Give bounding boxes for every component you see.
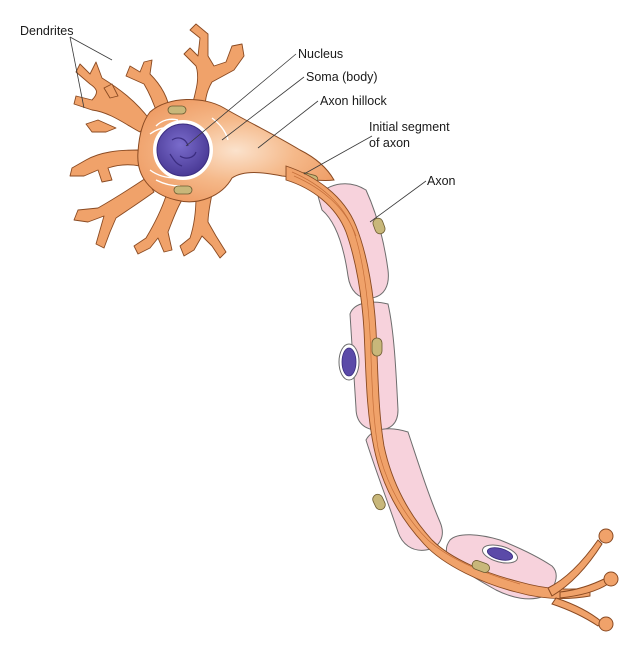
label-axon: Axon: [427, 174, 456, 188]
label-initial-segment-line1: Initial segment: [369, 120, 450, 134]
axon-terminals: [547, 528, 619, 632]
leader-axon-hillock: [257, 100, 319, 149]
leader-nucleus: [185, 53, 297, 147]
axon-core: [285, 165, 591, 600]
leader-dendrites-2: [69, 36, 85, 109]
axon-fibrils: [291, 171, 521, 585]
leader-lines: [69, 36, 427, 223]
dendrites: [69, 23, 245, 259]
label-dendrites: Dendrites: [20, 24, 74, 38]
leader-axon: [369, 180, 427, 223]
leader-dendrites-1: [69, 36, 113, 61]
axon-mitochondria: [371, 217, 490, 573]
label-soma: Soma (body): [306, 70, 378, 84]
leader-soma: [221, 76, 305, 141]
nucleus: [153, 120, 213, 180]
leader-initial-segment: [303, 135, 373, 175]
label-axon-hillock: Axon hillock: [320, 94, 387, 108]
label-initial-segment-line2: of axon: [369, 136, 410, 150]
label-nucleus: Nucleus: [298, 47, 343, 61]
schwann-cell-nuclei: [338, 343, 519, 564]
